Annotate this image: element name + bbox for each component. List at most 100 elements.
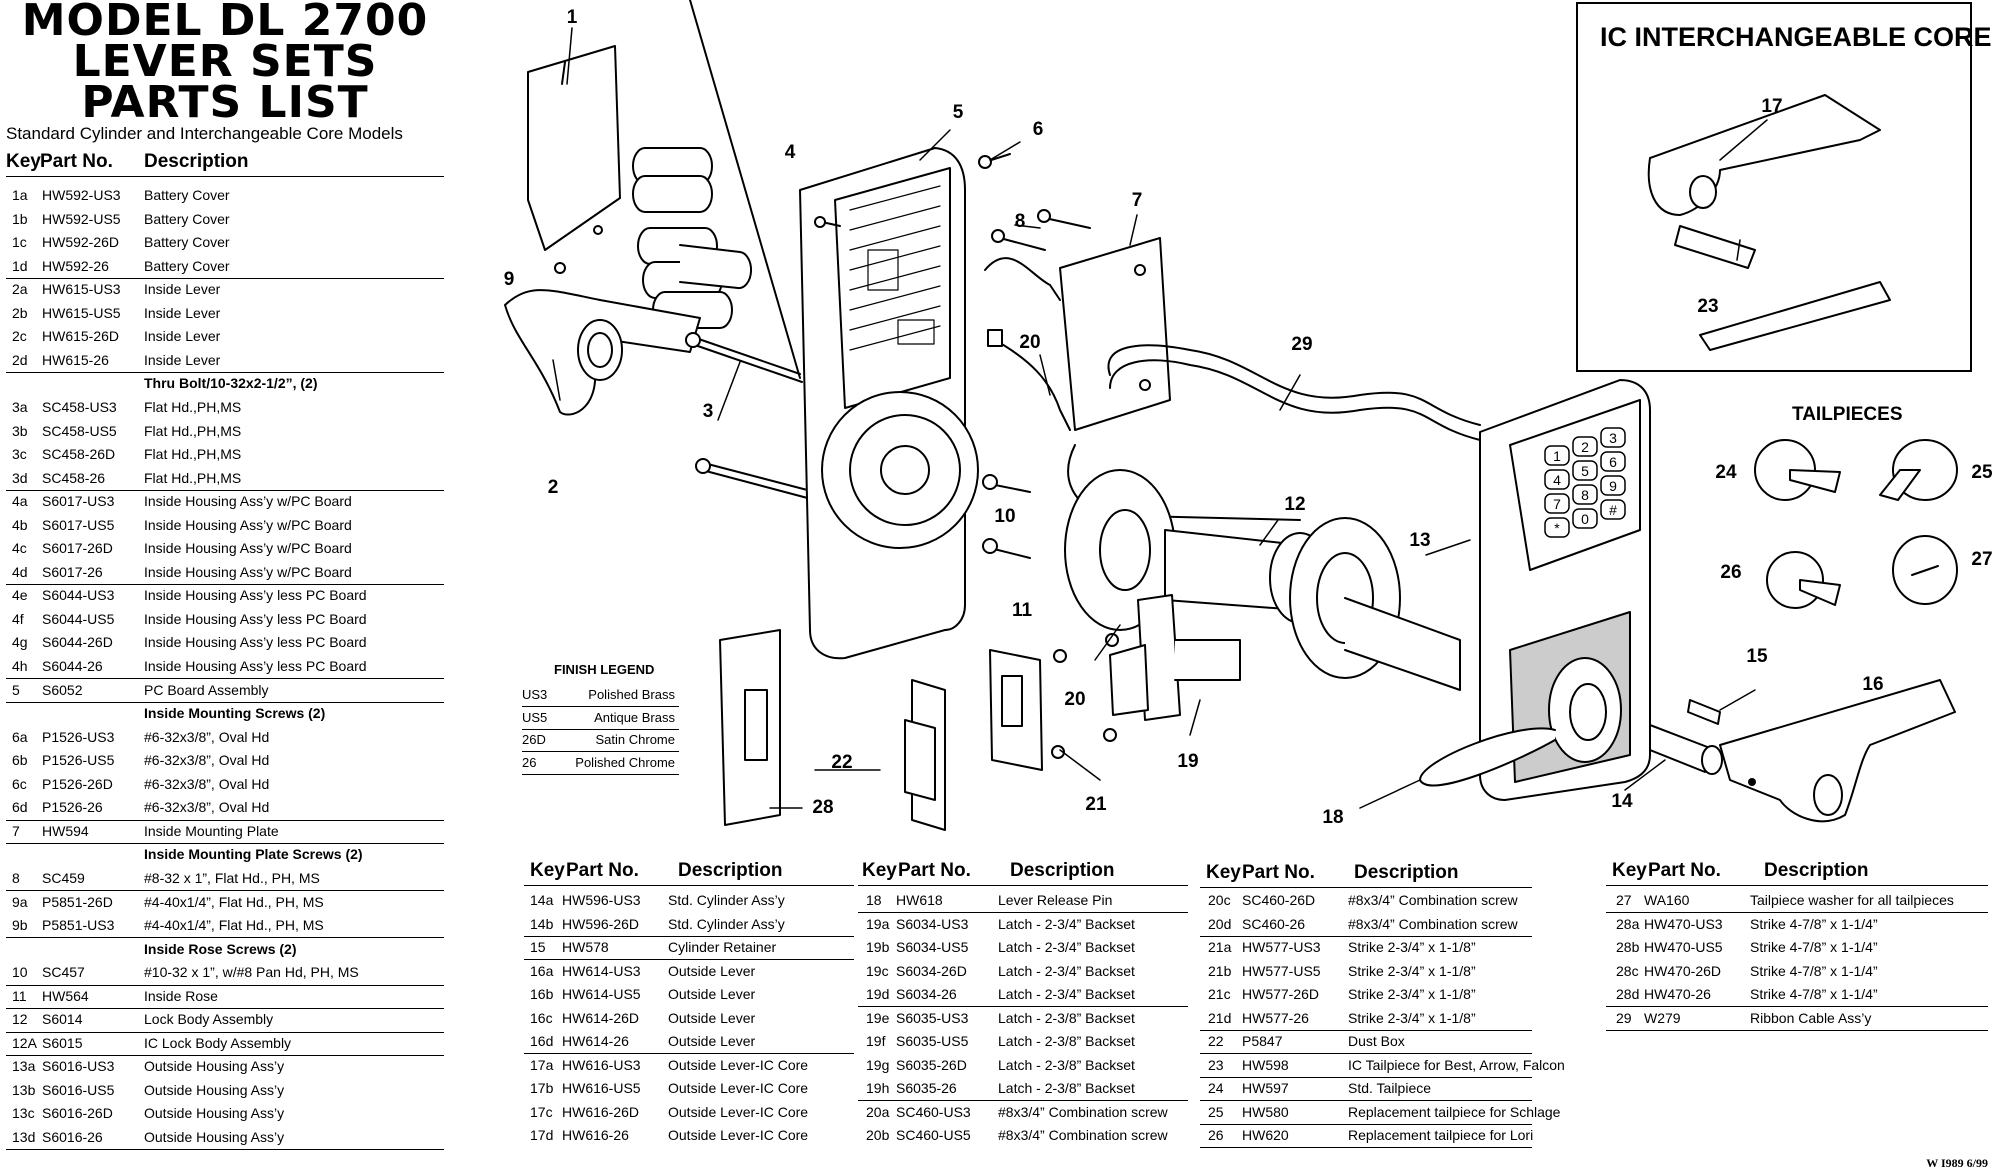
cell-desc: #4-40x1/4”, Flat Hd., PH, MS bbox=[144, 893, 324, 910]
cell-part: P5851-US3 bbox=[42, 917, 115, 934]
cell-key: 15 bbox=[530, 939, 546, 955]
cell-key: 20b bbox=[866, 1127, 890, 1143]
cell-desc: Outside Housing Ass’y bbox=[144, 1105, 285, 1122]
cell-part: HW616-26D bbox=[562, 1103, 640, 1120]
callout-number: 10 bbox=[994, 506, 1016, 527]
cell-desc: Outside Housing Ass’y bbox=[144, 1081, 285, 1098]
table-row: Inside Mounting Screws (2) bbox=[6, 702, 444, 725]
cell-key: 9a bbox=[12, 893, 28, 910]
long-strike-drawing bbox=[719, 629, 781, 826]
cell-desc: Flat Hd.,PH,MS bbox=[144, 398, 242, 415]
cell-key: 21a bbox=[1208, 939, 1232, 955]
cell-key: 6b bbox=[12, 752, 28, 769]
cell-desc: Outside Lever-IC Core bbox=[668, 1127, 809, 1143]
cell-desc: Std. Cylinder Ass’y bbox=[668, 892, 785, 908]
lock-body-drawing bbox=[1164, 517, 1461, 691]
cell-desc: Latch - 2-3/8” Backset bbox=[998, 1033, 1135, 1049]
keypad-key: 1 bbox=[1544, 445, 1570, 466]
cell-desc: IC Tailpiece for Best, Arrow, Falcon bbox=[1348, 1056, 1565, 1073]
cell-desc: Flat Hd.,PH,MS bbox=[144, 469, 242, 486]
cell-desc: Battery Cover bbox=[144, 210, 230, 227]
cell-part: S6034-26 bbox=[896, 986, 957, 1002]
cell-part: P1526-26D bbox=[42, 775, 113, 792]
cell-desc: Inside Mounting Screws (2) bbox=[144, 705, 326, 722]
cell-part: S6052 bbox=[42, 681, 83, 698]
keypad-key: 4 bbox=[1544, 469, 1570, 490]
inside-rose-drawing bbox=[1064, 469, 1176, 631]
cell-key: 3d bbox=[12, 469, 28, 486]
cell-part: S6014 bbox=[42, 1011, 83, 1028]
cell-desc: Inside Rose Screws (2) bbox=[144, 940, 297, 957]
cell-key: 19b bbox=[866, 939, 890, 955]
cell-desc: #6-32x3/8”, Oval Hd bbox=[144, 775, 270, 792]
callout-number: 26 bbox=[1720, 562, 1742, 583]
cell-key: 13a bbox=[12, 1058, 36, 1075]
cell-part: HW597 bbox=[1242, 1080, 1289, 1096]
table-row: Inside Mounting Plate Screws (2) bbox=[6, 843, 444, 866]
cell-key: 19e bbox=[866, 1009, 890, 1026]
latch-screws-drawing bbox=[1051, 633, 1119, 759]
header-desc: Description bbox=[1354, 862, 1459, 883]
cell-desc: Strike 2-3/4” x 1-1/8” bbox=[1348, 1009, 1476, 1026]
cell-key: 1b bbox=[12, 210, 28, 227]
cell-desc: Inside Lever bbox=[144, 328, 221, 345]
callout-number: 17 bbox=[1761, 96, 1783, 117]
callout-number: 23 bbox=[1697, 296, 1719, 317]
cell-part: HW596-26D bbox=[562, 915, 640, 932]
cell-part: HW580 bbox=[1242, 1103, 1289, 1120]
header-part: Part No. bbox=[1648, 860, 1721, 881]
cell-desc: Latch - 2-3/8” Backset bbox=[998, 1009, 1135, 1026]
cell-desc: Latch - 2-3/8” Backset bbox=[998, 1080, 1135, 1096]
cell-desc: Outside Lever bbox=[668, 1033, 756, 1049]
table-row: Inside Rose Screws (2) bbox=[6, 938, 444, 961]
cell-desc: Inside Rose bbox=[144, 987, 218, 1004]
keypad-key: 6 bbox=[1600, 451, 1626, 472]
header-desc: Description bbox=[1010, 860, 1115, 881]
header-key: Key bbox=[6, 151, 41, 172]
cell-desc: #8x3/4” Combination screw bbox=[998, 1127, 1168, 1143]
cell-part: HW614-26 bbox=[562, 1033, 629, 1049]
cell-key: 16b bbox=[530, 986, 554, 1002]
keypad-key: 2 bbox=[1572, 436, 1598, 457]
keypad-key-label: 2 bbox=[1581, 439, 1589, 455]
cell-desc: Inside Lever bbox=[144, 281, 221, 298]
cell-part: HW615-US5 bbox=[42, 304, 121, 321]
header-part: Part No. bbox=[566, 860, 639, 881]
cell-key: 1a bbox=[12, 187, 28, 203]
callout-number: 5 bbox=[952, 102, 964, 123]
latch-drawing bbox=[1109, 594, 1241, 721]
cell-part: SC460-26D bbox=[1242, 892, 1316, 908]
cell-desc: Inside Lever bbox=[144, 351, 221, 368]
cell-key: 29 bbox=[1616, 1009, 1632, 1026]
cell-desc: Strike 4-7/8” x 1-1/4” bbox=[1750, 939, 1878, 955]
cell-key: 4h bbox=[12, 658, 28, 674]
callout-number: 8 bbox=[1014, 211, 1026, 232]
keypad-key-label: 4 bbox=[1553, 472, 1561, 488]
cell-key: 20c bbox=[1208, 892, 1231, 908]
cell-desc: Inside Mounting Plate bbox=[144, 822, 279, 839]
legend-finish: Antique Brass bbox=[594, 709, 675, 725]
